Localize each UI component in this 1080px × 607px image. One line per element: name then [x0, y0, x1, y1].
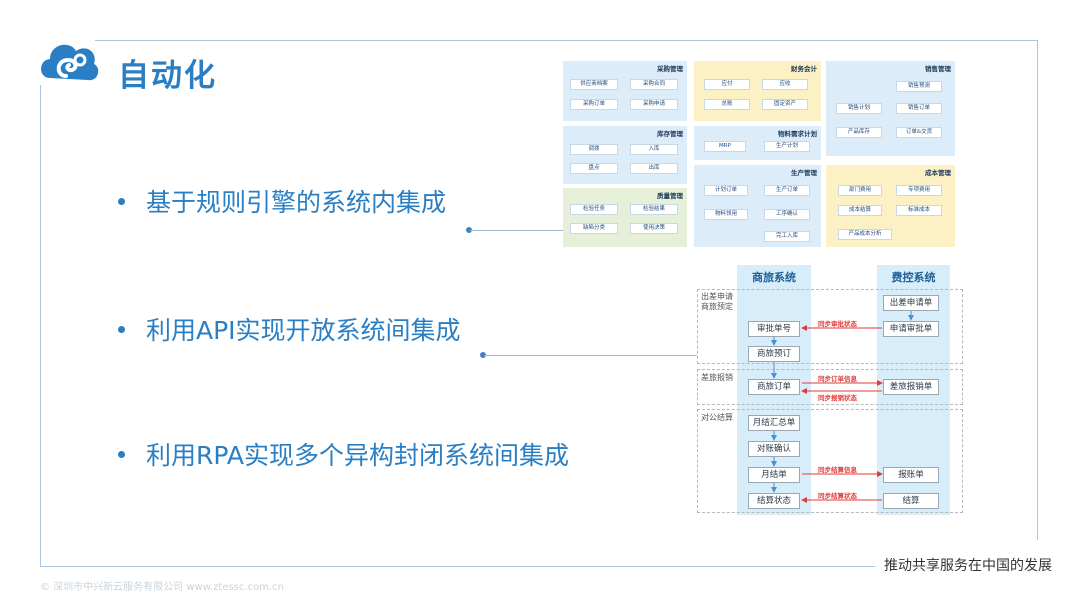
bullet-dot [118, 450, 125, 458]
section-reimbursement [697, 369, 963, 405]
flow-box: 对账确认 [748, 441, 800, 457]
erp-box: MRP [704, 141, 746, 152]
erp-box: 调拨 [570, 144, 618, 155]
bullet-api: 利用API实现开放系统间集成 [118, 311, 461, 347]
flow-box: 申请审批单 [883, 321, 939, 337]
bullet-rpa: 利用RPA实现多个异构封闭系统间集成 [118, 436, 569, 472]
section-travel-request [697, 289, 963, 364]
bullet-text: 利用API实现开放系统间集成 [146, 316, 461, 345]
erp-box: 生产订单 [764, 185, 810, 196]
bullet-text: 基于规则引擎的系统内集成 [146, 188, 447, 217]
erp-box: 专项费用 [896, 185, 942, 196]
flow-box: 报账单 [883, 467, 939, 483]
erp-box: 采购合同 [630, 79, 678, 90]
erp-box: 销售计划 [836, 103, 882, 114]
sync-label: 同步审批状态 [818, 320, 857, 328]
panel-title: 成本管理 [925, 169, 951, 177]
flow-box: 月结单 [748, 467, 800, 483]
frame-left-line [40, 85, 41, 567]
erp-box: 使用决策 [630, 223, 678, 234]
erp-box: 生产计划 [764, 141, 810, 152]
erp-box: 部门费用 [838, 185, 882, 196]
frame-bottom-line [40, 566, 875, 567]
frame-top-line [95, 40, 1038, 41]
erp-box: 计划订单 [704, 185, 748, 196]
erp-box: 完工入库 [764, 231, 810, 242]
erp-box: 缺陷分类 [570, 223, 618, 234]
panel-production: 生产管理 计划订单 生产订单 物料领用 工序确认 完工入库 [694, 165, 821, 247]
panel-title: 销售管理 [925, 65, 951, 73]
flow-arrows [771, 311, 914, 503]
erp-box: 出库 [630, 163, 678, 174]
panel-quality: 质量管理 检验任务 检验结果 缺陷分类 使用决策 [563, 188, 687, 247]
bullet-dot [118, 197, 125, 205]
erp-box: 固定资产 [762, 99, 808, 110]
panel-title: 库存管理 [657, 130, 683, 138]
section-label: 对公结算 [701, 413, 733, 422]
erp-module-diagram: 采购管理 供应商档案 采购合同 采购订单 采购申请 财务会计 应付 应收 总账 … [563, 61, 955, 247]
page-title: 自动化 [118, 58, 217, 94]
section-label: 差旅报销 [701, 373, 733, 382]
flow-box: 商旅订单 [748, 379, 800, 395]
footer-slogan: 推动共享服务在中国的发展 [884, 558, 1052, 574]
travel-expense-integration-diagram: 商旅系统 费控系统 出差申请 商旅预定 差旅报销 对公结算 审批单号 商旅预订 … [697, 265, 965, 515]
erp-box: 采购申请 [630, 99, 678, 110]
erp-box: 物料领用 [704, 209, 748, 220]
connector-dot [480, 352, 486, 358]
erp-box: 销售订单 [896, 103, 942, 114]
bullet-rule-engine: 基于规则引擎的系统内集成 [118, 183, 446, 219]
erp-box: 采购订单 [570, 99, 618, 110]
connector-dot [466, 227, 472, 233]
flow-box: 差旅报销单 [883, 379, 939, 395]
flow-box: 月结汇总单 [748, 415, 800, 431]
section-label: 出差申请 商旅预定 [701, 292, 733, 311]
erp-box: 入库 [630, 144, 678, 155]
flow-box: 出差申请单 [883, 295, 939, 311]
erp-box: 应收 [762, 79, 808, 90]
sync-label: 同步结算信息 [818, 466, 857, 474]
panel-title: 采购管理 [657, 65, 683, 73]
panel-mrp: 物料需求计划 MRP 生产计划 [694, 126, 821, 160]
column-title: 商旅系统 [752, 271, 796, 284]
erp-box: 总账 [704, 99, 750, 110]
panel-procurement: 采购管理 供应商档案 采购合同 采购订单 采购申请 [563, 61, 687, 121]
flow-box: 审批单号 [748, 321, 800, 337]
bullet-text: 利用RPA实现多个异构封闭系统间集成 [146, 441, 569, 470]
flow-box: 结算 [883, 493, 939, 509]
copyright-text: © 深圳市中兴新云服务有限公司 www.ztessc.com.cn [40, 582, 284, 593]
panel-finance: 财务会计 应付 应收 总账 固定资产 [694, 61, 821, 121]
erp-box: 标准成本 [896, 205, 942, 216]
column-title: 费控系统 [891, 271, 936, 284]
erp-box: 订单&交货 [896, 127, 942, 138]
panel-title: 生产管理 [791, 169, 817, 177]
sync-label: 同步结算状态 [818, 492, 857, 500]
sync-label: 同步报销状态 [818, 394, 857, 402]
erp-box: 盘点 [570, 163, 618, 174]
erp-box: 应付 [704, 79, 750, 90]
frame-right-line [1037, 40, 1038, 540]
panel-sales: 销售管理 销售预测 销售计划 销售订单 产品库存 订单&交货 [826, 61, 955, 156]
panel-cost: 成本管理 部门费用 专项费用 成本结算 标准成本 产品成本分析 [826, 165, 955, 247]
erp-box: 成本结算 [838, 205, 882, 216]
erp-box: 供应商档案 [570, 79, 618, 90]
flow-box: 结算状态 [748, 493, 800, 509]
panel-title: 财务会计 [791, 65, 817, 73]
erp-box: 产品库存 [836, 127, 882, 138]
panel-title: 物料需求计划 [778, 130, 817, 138]
erp-box: 检验结果 [630, 204, 678, 215]
company-logo-icon [41, 44, 99, 81]
flow-box: 商旅预订 [748, 346, 800, 362]
erp-box: 销售预测 [896, 81, 942, 92]
panel-inventory: 库存管理 调拨 入库 盘点 出库 [563, 126, 687, 184]
panel-title: 质量管理 [657, 192, 683, 200]
erp-box: 工序确认 [764, 209, 810, 220]
section-settlement [697, 409, 963, 513]
sync-label: 同步订单信息 [818, 375, 857, 383]
erp-box: 检验任务 [570, 204, 618, 215]
connector-line [470, 230, 563, 231]
erp-box: 产品成本分析 [838, 229, 892, 240]
connector-line [484, 355, 697, 356]
bullet-dot [118, 325, 125, 333]
